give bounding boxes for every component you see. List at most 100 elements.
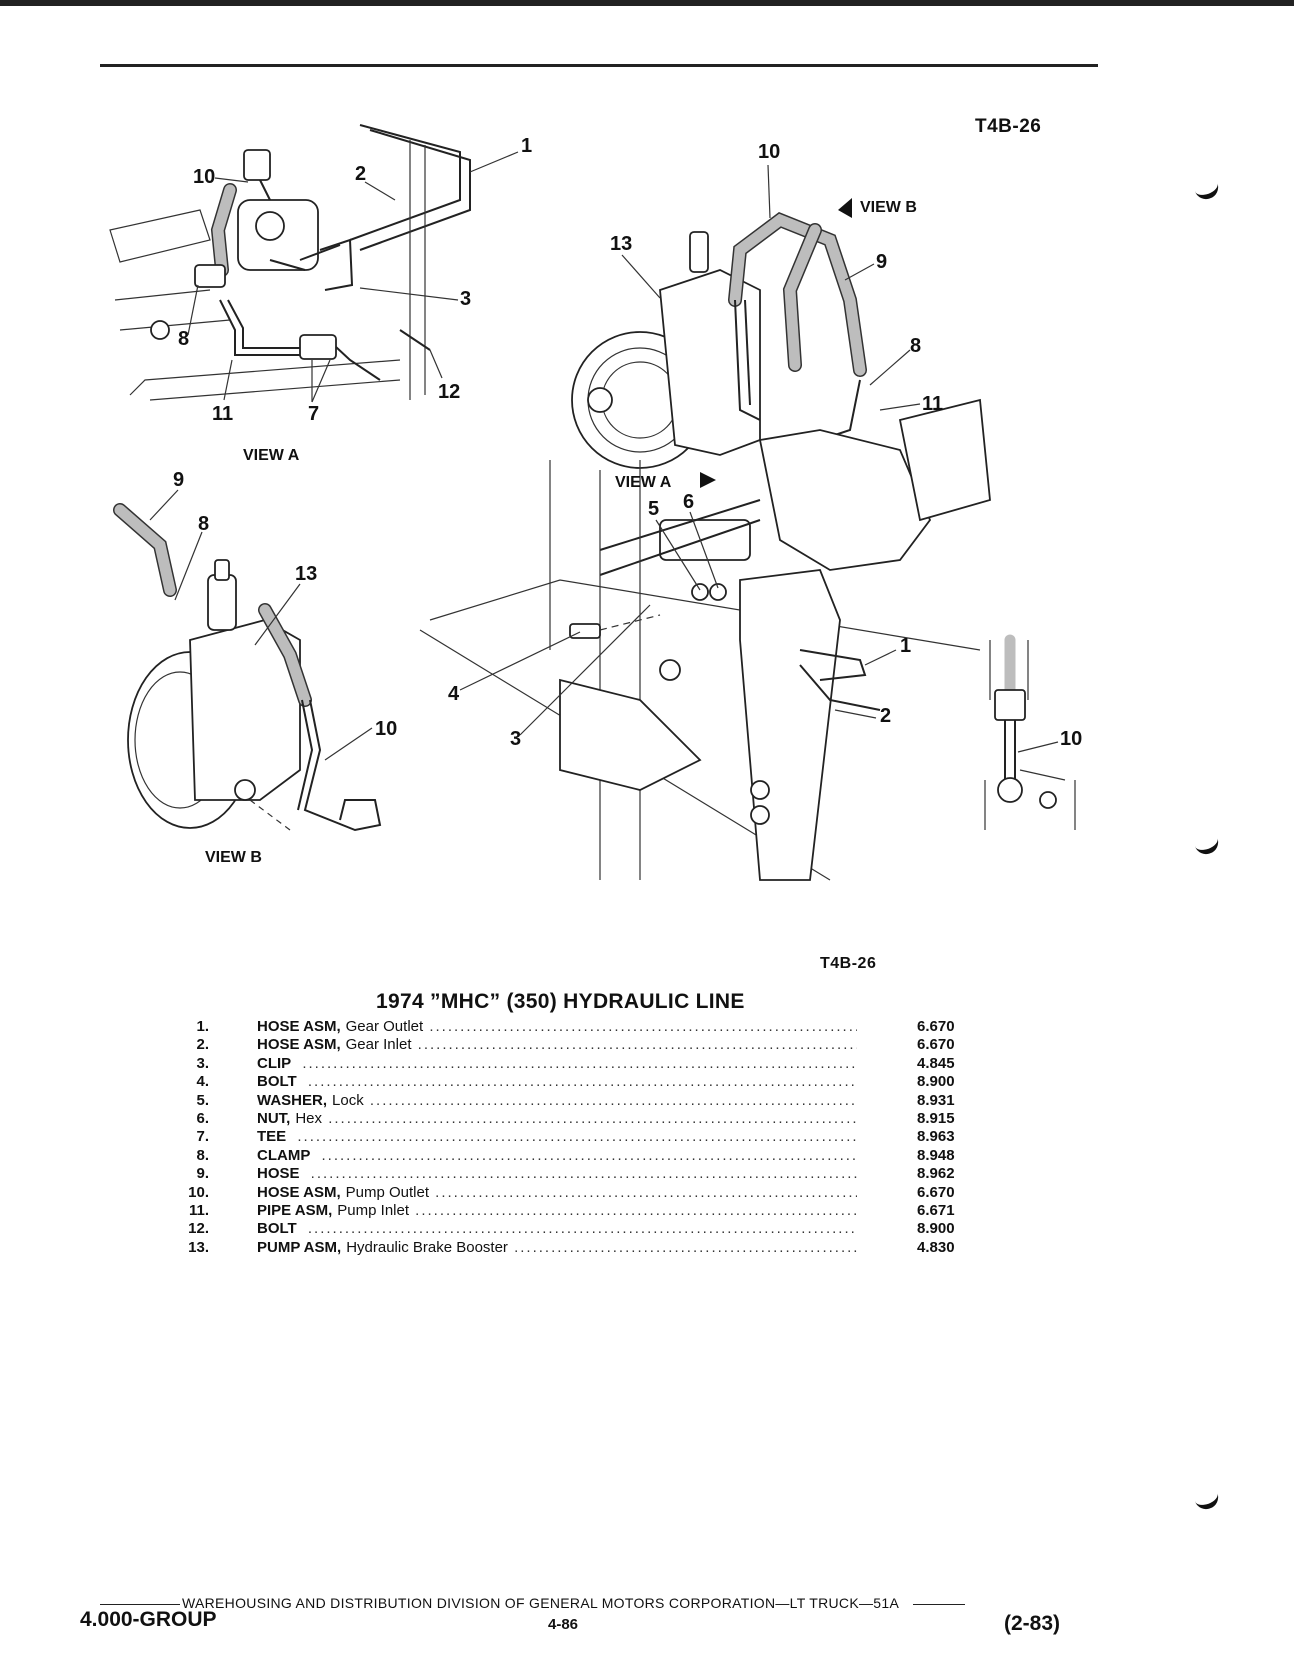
part-group-code: 8.963 [917, 1128, 955, 1146]
callout-main-2: 2 [880, 705, 891, 727]
part-name: PIPE ASM, [257, 1201, 333, 1219]
part-name: CLIP [257, 1054, 292, 1072]
part-number: 6. [196, 1109, 209, 1127]
callout-view-b-13: 13 [295, 563, 317, 585]
part-group-code: 6.670 [917, 1018, 955, 1035]
leader-dots: ........................................… [328, 1109, 857, 1127]
leader-dots: ........................................… [435, 1183, 857, 1201]
part-name: HOSE ASM, [257, 1036, 341, 1054]
top-border [0, 0, 1294, 6]
view-b-illustration [113, 503, 382, 832]
part-name: TEE [257, 1128, 287, 1146]
part-number: 7. [196, 1128, 209, 1146]
parts-list-row: 10. HOSE ASM,Pump Outlet ................… [165, 1184, 985, 1202]
parts-list-row: 13. PUMP ASM,Hydraulic Brake Booster ....… [165, 1239, 985, 1257]
parts-list-title: 1974 ”MHC” (350) HYDRAULIC LINE [376, 990, 745, 1013]
parts-list-row: 8.CLAMP ................................… [165, 1147, 985, 1165]
callout-main-6: 6 [683, 491, 694, 513]
part-detail: Hydraulic Brake Booster [346, 1238, 508, 1256]
part-number: 2. [196, 1036, 209, 1054]
part-group-code: 4.830 [917, 1238, 955, 1256]
part-description: CLAMP ..................................… [257, 1147, 857, 1165]
callout-view-a-12: 12 [438, 381, 460, 403]
callout-view-a-11: 11 [212, 403, 233, 425]
part-group-code: 8.962 [917, 1165, 955, 1183]
parts-list-row: 1.HOSE ASM,Gear Outlet .................… [165, 1018, 985, 1036]
footer-division: WAREHOUSING AND DISTRIBUTION DIVISION OF… [100, 1595, 966, 1611]
part-name: NUT, [257, 1109, 291, 1127]
hose-fitting-detail [984, 634, 1076, 830]
part-description: HOSE ASM,Gear Inlet ....................… [257, 1036, 857, 1054]
parts-list-row: 2. HOSE ASM,Gear Inlet ..................… [165, 1036, 985, 1054]
part-number: 13. [188, 1238, 209, 1256]
part-group-code: 6.670 [917, 1036, 955, 1054]
callout-view-b-8: 8 [198, 513, 209, 535]
leader-dots: ........................................… [307, 1220, 857, 1238]
parts-list-row: 3. CLIP .................................… [165, 1055, 985, 1073]
part-group-code: 8.900 [917, 1073, 955, 1091]
hydraulic-line-diagram: 10 2 1 3 8 11 7 12 VIEW A 9 8 13 10 VIEW… [109, 124, 1082, 881]
leader-dots: ........................................… [429, 1018, 857, 1035]
part-description: WASHER,Lock ............................… [257, 1092, 857, 1110]
leader-dots: ........................................… [310, 1165, 857, 1183]
part-name: BOLT [257, 1220, 297, 1238]
callout-view-a-8: 8 [178, 328, 189, 350]
part-detail: Gear Outlet [345, 1018, 424, 1035]
callout-view-a-3: 3 [460, 288, 471, 310]
part-group-code: 8.931 [917, 1091, 955, 1109]
part-number: 5. [196, 1091, 209, 1109]
view-a-illustration [109, 124, 471, 401]
part-name: CLAMP [257, 1146, 311, 1164]
part-group-code: 8.948 [917, 1146, 955, 1164]
view-b-label: VIEW B [205, 849, 262, 866]
part-name: PUMP ASM, [257, 1238, 342, 1256]
part-number: 3. [196, 1054, 209, 1072]
leader-dots: ........................................… [297, 1128, 857, 1146]
part-detail: Lock [332, 1091, 364, 1109]
callout-detail-10: 10 [1060, 728, 1082, 750]
leader-dots: ........................................… [302, 1054, 857, 1072]
callout-main-5: 5 [648, 498, 659, 520]
callout-view-a-2: 2 [355, 163, 366, 185]
part-description: HOSE ASM,Pump Outlet ...................… [257, 1184, 857, 1202]
parts-list-row: 6. NUT,Hex ..............................… [165, 1110, 985, 1128]
part-name: WASHER, [257, 1091, 328, 1109]
callout-view-a-10: 10 [193, 166, 215, 188]
parts-list-row: 5. WASHER,Lock ..........................… [165, 1092, 985, 1110]
parts-list: 1.HOSE ASM,Gear Outlet .................… [165, 1018, 985, 1257]
callout-view-a-7: 7 [308, 403, 319, 425]
main-view-a-label: VIEW A [615, 474, 672, 491]
part-detail: Hex [295, 1109, 323, 1127]
part-detail: Gear Inlet [345, 1036, 412, 1054]
part-detail: Pump Outlet [345, 1183, 429, 1201]
leader-dots: ........................................… [514, 1238, 857, 1256]
footer-page-number: 4-86 [548, 1616, 579, 1633]
callout-main-3: 3 [510, 728, 521, 750]
part-number: 10. [188, 1183, 209, 1201]
callout-main-10: 10 [758, 141, 780, 163]
part-group-code: 6.670 [917, 1183, 955, 1201]
parts-list-row: 9.HOSE .................................… [165, 1165, 985, 1183]
part-detail: Pump Inlet [337, 1201, 410, 1219]
callout-main-8: 8 [910, 335, 921, 357]
leader-dots: ........................................… [307, 1073, 857, 1091]
header-rule [100, 64, 1098, 67]
part-number: 4. [196, 1073, 209, 1091]
view-a-label: VIEW A [243, 447, 300, 464]
part-number: 11. [188, 1201, 209, 1219]
main-assembly-illustration [419, 212, 991, 881]
parts-list-row: 4. BOLT .................................… [165, 1073, 985, 1091]
callout-main-1: 1 [900, 635, 911, 657]
part-group-code: 8.915 [917, 1109, 955, 1127]
edge-mark [1192, 1486, 1222, 1513]
footer-group: 4.000-GROUP [80, 1608, 217, 1631]
part-description: PIPE ASM,Pump Inlet ....................… [257, 1202, 857, 1220]
part-description: CLIP ...................................… [257, 1055, 857, 1073]
part-number: 12. [188, 1220, 209, 1238]
part-group-code: 8.900 [917, 1220, 955, 1238]
parts-list-row: 12. BOLT ................................… [165, 1220, 985, 1238]
footer-date: (2-83) [1004, 1612, 1061, 1635]
callout-view-b-9: 9 [173, 469, 184, 491]
part-description: BOLT ...................................… [257, 1073, 857, 1091]
callout-main-13: 13 [610, 233, 632, 255]
